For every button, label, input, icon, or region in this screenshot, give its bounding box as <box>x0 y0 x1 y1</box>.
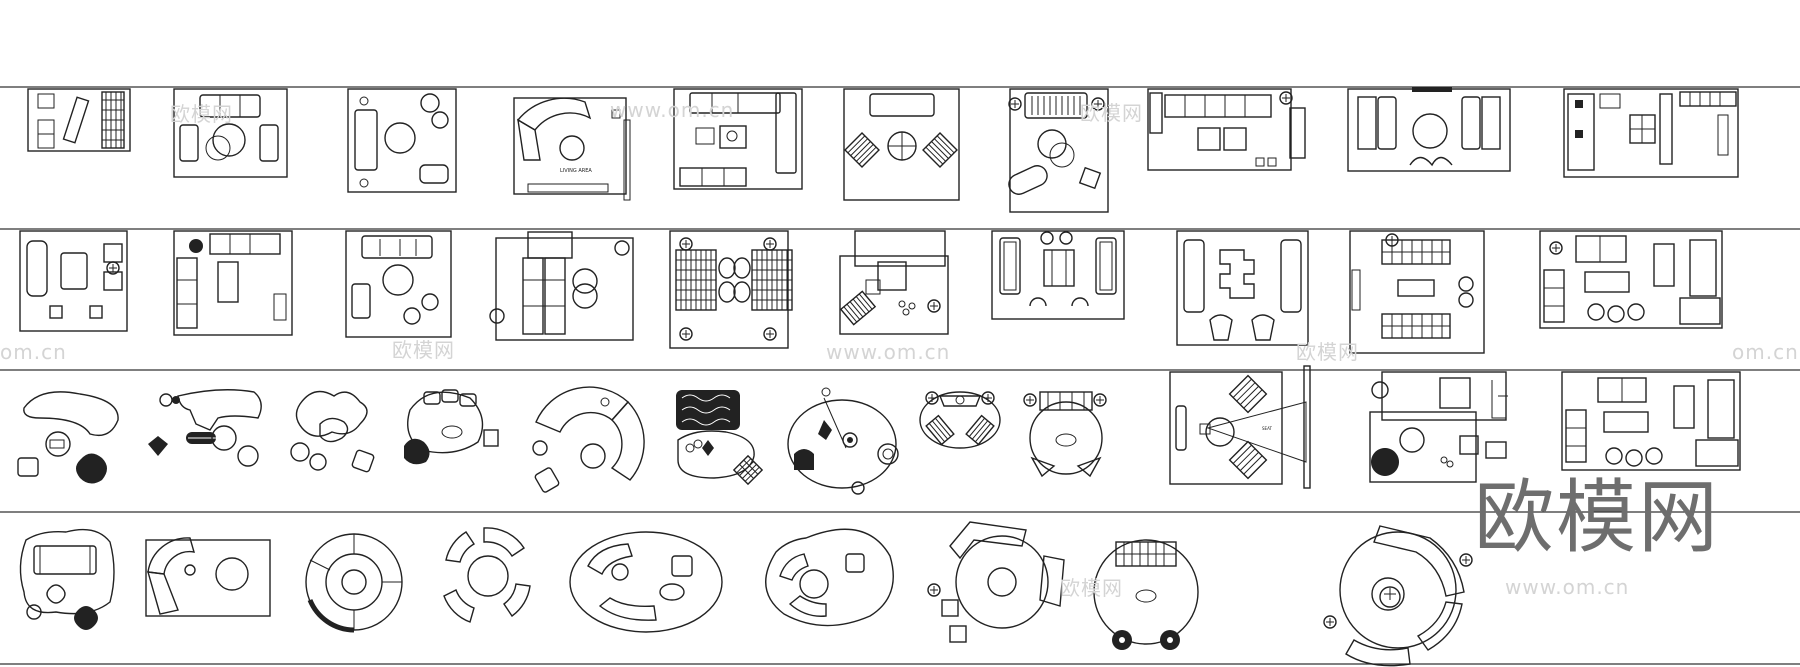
plan-organic-rug-sofa <box>19 528 115 630</box>
brand-watermark-faint: 欧模网 <box>1060 576 1123 600</box>
plan-sofa-set <box>173 88 288 178</box>
row-2-plans <box>19 230 1723 354</box>
plan-bent-sofa <box>148 389 262 467</box>
plan-symmetric-sofas <box>991 230 1125 320</box>
plan-large-curved-sectional <box>1323 525 1473 667</box>
site-watermark: om.cn <box>1732 340 1799 364</box>
plan-l-sectional-with-table <box>145 537 271 617</box>
plan-round-table-bench <box>1023 391 1107 478</box>
brand-watermark-faint: 欧模网 <box>1080 101 1143 125</box>
plan-oval-reading-lounge <box>787 387 899 495</box>
plan-oval-lounge-chairs <box>569 531 723 633</box>
row-4-plans <box>19 521 1473 667</box>
plan-chaise-set <box>19 230 128 332</box>
plan-office-layout <box>1563 88 1739 178</box>
plan-grille-sofas <box>669 230 793 349</box>
plan-long-sofa <box>1147 88 1306 171</box>
site-watermark: www.om.cn <box>826 340 951 364</box>
plan-office-desk <box>1539 230 1723 329</box>
plan-pattern-rug <box>676 390 764 486</box>
plan-bed-lounge <box>1008 88 1109 213</box>
plan-round-table-set <box>1347 87 1511 172</box>
brand-watermark-faint: 欧模网 <box>170 102 233 126</box>
site-watermark: www.om.cn <box>610 98 735 122</box>
plan-long-grid-tables <box>1349 230 1485 354</box>
row-separators <box>0 86 1800 665</box>
projection-note: SEAT <box>1262 426 1272 431</box>
row-3-plans: SEAT <box>17 365 1741 495</box>
plan-projection-room: SEAT <box>1169 365 1311 489</box>
plan-lounge-with-blocks <box>489 231 634 341</box>
site-watermark: om.cn <box>0 340 67 364</box>
plan-oval-table-chairs <box>919 391 1001 449</box>
plan-arc-sofa-round <box>927 521 1065 643</box>
plan-dining-chairs <box>843 88 960 201</box>
living-area-label: LIVING AREA <box>560 168 592 174</box>
plan-curved-sofa-round <box>765 528 894 627</box>
plan-curved-couch <box>17 391 119 484</box>
plan-cluster-lounge <box>404 389 499 465</box>
plan-ring-table <box>305 533 403 633</box>
plan-office-desk-alt <box>1561 371 1741 471</box>
plan-bubble-seats <box>290 390 375 473</box>
plan-l-sofa <box>173 230 293 336</box>
plan-square-lounge <box>345 230 452 338</box>
plan-small-table-set <box>27 88 131 152</box>
brand-watermark: 欧模网 <box>1474 471 1720 564</box>
plan-studio-layout <box>1369 371 1508 483</box>
plan-living-area: LIVING AREA <box>513 97 631 201</box>
plan-table-with-bench <box>1093 539 1199 650</box>
plan-lounge-round-table <box>347 88 457 193</box>
plan-round-table-chairs <box>443 527 531 623</box>
row-1-plans: LIVING AREA <box>27 87 1739 213</box>
site-watermark: www.om.cn <box>1505 575 1630 599</box>
plan-sectional-sofa <box>673 88 803 190</box>
plan-rotated-tables <box>839 230 949 335</box>
brand-watermark-faint: 欧模网 <box>1296 340 1359 364</box>
plan-arc-sectional <box>532 386 645 493</box>
plan-puzzle-table <box>1176 230 1309 346</box>
brand-watermark-faint: 欧模网 <box>392 338 455 362</box>
